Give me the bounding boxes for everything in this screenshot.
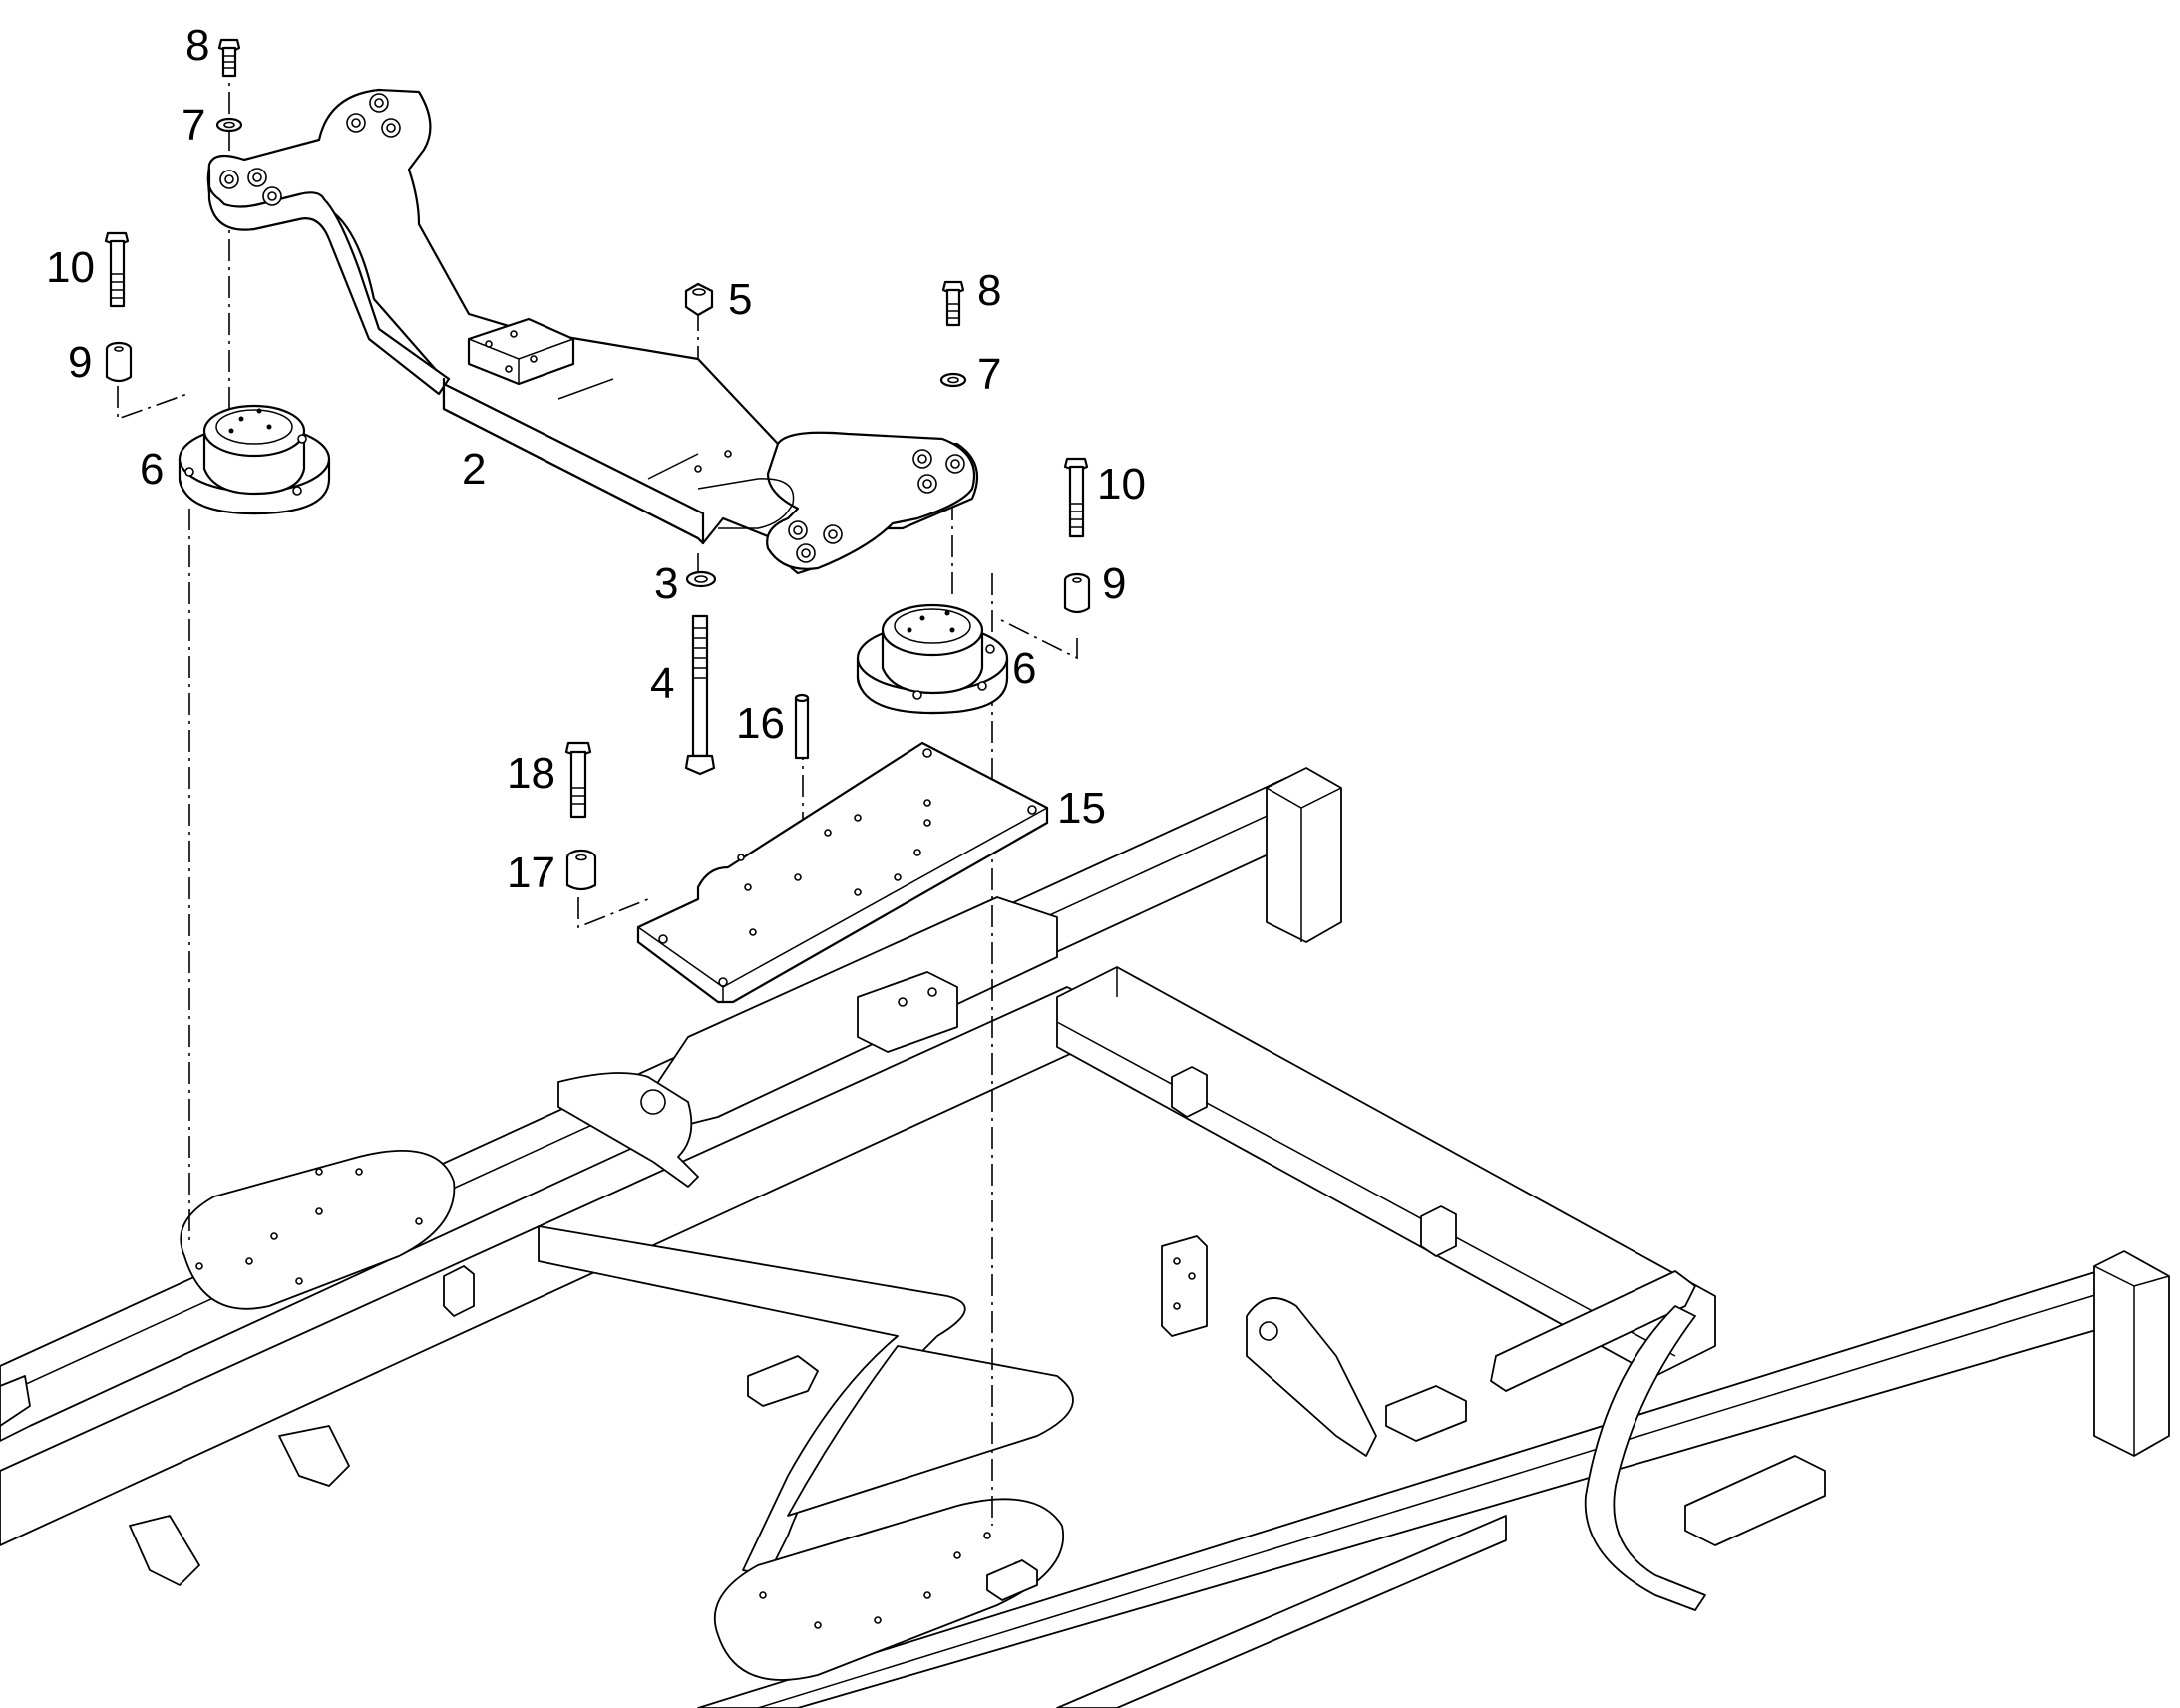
callout-4: 4 bbox=[650, 659, 674, 708]
left-tab-bracket-2 bbox=[129, 1515, 200, 1586]
pin-16 bbox=[794, 693, 810, 760]
mounting-plate bbox=[636, 741, 1049, 1004]
rubber-mount-left bbox=[178, 404, 331, 515]
left-edge-stub bbox=[0, 1375, 31, 1427]
small-plate-f bbox=[1385, 1385, 1467, 1442]
subframe-beam-side bbox=[442, 377, 705, 545]
washer-3 bbox=[685, 570, 717, 588]
bolt-10-left bbox=[104, 231, 130, 308]
callout-18: 18 bbox=[507, 749, 555, 798]
left-tab-bracket bbox=[278, 1425, 350, 1487]
bolt-8-right bbox=[941, 280, 965, 327]
callout-9-left: 9 bbox=[68, 338, 92, 387]
spacer-17 bbox=[565, 849, 597, 891]
small-block-d bbox=[986, 1559, 1038, 1601]
left-mount-pad-holes bbox=[195, 1168, 423, 1285]
mounting-plate-holes bbox=[658, 748, 1037, 987]
callout-5: 5 bbox=[728, 275, 752, 324]
small-block-c bbox=[443, 1265, 475, 1317]
subframe-bolt-holes bbox=[219, 93, 965, 563]
callout-10-left: 10 bbox=[46, 243, 95, 292]
small-plate-e bbox=[1161, 1235, 1208, 1337]
callout-15: 15 bbox=[1057, 784, 1106, 833]
callout-7-left: 7 bbox=[182, 101, 205, 150]
lock-washer-7-right bbox=[939, 372, 967, 388]
small-block-b bbox=[1420, 1205, 1457, 1257]
lower-rail bbox=[1056, 1515, 1507, 1708]
callout-3: 3 bbox=[654, 559, 678, 608]
callout-7-right: 7 bbox=[977, 350, 1001, 399]
rear-link-arm bbox=[1490, 1270, 1696, 1392]
callout-2: 2 bbox=[462, 445, 486, 494]
lock-washer-7-left bbox=[215, 117, 243, 133]
callout-8-right: 8 bbox=[977, 266, 1001, 315]
spacer-9-right bbox=[1063, 572, 1091, 614]
bolt-18 bbox=[564, 741, 592, 819]
callout-6-right: 6 bbox=[1012, 644, 1036, 693]
bolt-10-right bbox=[1063, 457, 1089, 538]
right-lug-bracket bbox=[1246, 1297, 1377, 1457]
rear-cross-member bbox=[1266, 767, 1342, 943]
callout-labels: 8 7 10 9 6 2 5 8 7 10 9 3 6 4 16 18 15 1… bbox=[46, 21, 1146, 897]
callout-17: 17 bbox=[507, 849, 555, 897]
subframe-beam bbox=[206, 88, 979, 575]
right-lower-pad bbox=[1684, 1455, 1826, 1546]
callout-8-left: 8 bbox=[185, 21, 209, 70]
small-block-a bbox=[1171, 1066, 1208, 1118]
subframe-top-plate bbox=[467, 317, 575, 386]
callout-6-left: 6 bbox=[140, 445, 164, 494]
subframe-left-flange bbox=[206, 168, 451, 396]
right-mount-pad bbox=[713, 1498, 1065, 1681]
callout-10-right: 10 bbox=[1097, 460, 1146, 509]
long-bolt-4 bbox=[684, 614, 716, 776]
center-lower-arch bbox=[787, 1345, 1074, 1517]
callout-16: 16 bbox=[736, 699, 785, 748]
spacer-9-left bbox=[105, 341, 133, 383]
left-mount-pad bbox=[180, 1150, 456, 1310]
mid-bracket-g bbox=[747, 1355, 819, 1407]
nut-5 bbox=[684, 282, 714, 317]
right-rear-cross-member bbox=[2093, 1250, 2170, 1457]
bolt-8-left bbox=[217, 38, 241, 78]
callout-9-right: 9 bbox=[1102, 559, 1126, 608]
rear-loop-handle bbox=[1584, 1305, 1706, 1611]
chassis-frame bbox=[0, 767, 2170, 1708]
rubber-mount-right bbox=[856, 603, 1009, 715]
